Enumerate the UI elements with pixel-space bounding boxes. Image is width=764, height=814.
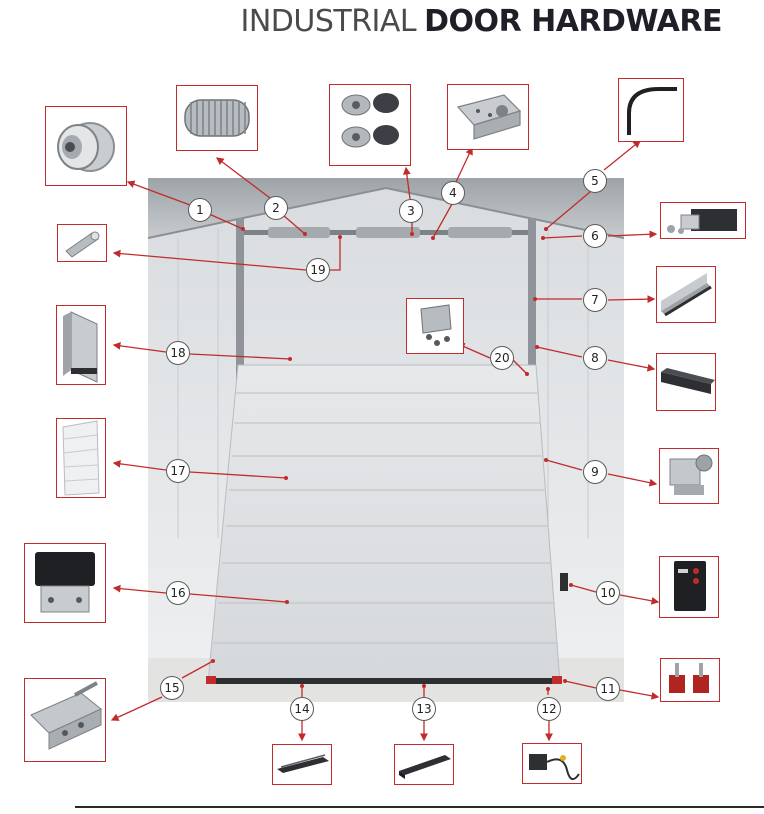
part-1-roller-bearing xyxy=(45,106,127,186)
part-6-spring-bracket xyxy=(660,202,746,239)
part-17-door-panel xyxy=(56,418,106,498)
part-3-cable-drums xyxy=(329,84,411,166)
torsion-spring-icon xyxy=(184,99,250,137)
part-14-top-seal xyxy=(272,744,332,785)
side-roller-bracket-icon xyxy=(669,454,713,495)
bottom-bracket-icon xyxy=(30,681,102,750)
part-11-safety-catch xyxy=(660,658,720,702)
part-10-control-box xyxy=(659,556,719,618)
safety-catch-icon xyxy=(669,663,709,693)
callout-12: 12 xyxy=(537,697,561,721)
callout-17: 17 xyxy=(166,459,190,483)
callout-18: 18 xyxy=(166,341,190,365)
title-part-industrial: INDUSTRIAL xyxy=(240,4,417,39)
callout-16: 16 xyxy=(166,581,190,605)
callout-9: 9 xyxy=(583,460,607,484)
part-5-curved-track xyxy=(618,78,684,142)
callout-10: 10 xyxy=(596,581,620,605)
part-19-shaft xyxy=(57,224,107,262)
shaft-icon xyxy=(65,231,100,258)
side-seal-icon xyxy=(63,311,98,383)
track-bracket-icon xyxy=(420,304,452,346)
part-15-bottom-bracket xyxy=(24,678,106,762)
cable-sensor-icon xyxy=(529,754,580,781)
angle-profile-icon xyxy=(661,273,712,317)
title-part-door-hardware: DOOR HARDWARE xyxy=(424,4,722,39)
callout-20: 20 xyxy=(490,346,514,370)
cable-drum-icon xyxy=(341,93,399,148)
callout-7: 7 xyxy=(583,288,607,312)
door-panel-icon xyxy=(62,420,100,496)
part-8-c-track xyxy=(656,353,716,411)
callout-15: 15 xyxy=(160,676,184,700)
bottom-seal-icon xyxy=(399,755,451,779)
part-7-angle-profile xyxy=(656,266,716,323)
callout-2: 2 xyxy=(264,196,288,220)
roof xyxy=(148,178,624,238)
bottom-seal-strip xyxy=(208,678,560,684)
curved-track-icon xyxy=(627,87,677,135)
part-16-hinge xyxy=(24,543,106,623)
callout-13: 13 xyxy=(412,697,436,721)
bearing-plate-icon xyxy=(456,94,522,140)
bottom-rule xyxy=(75,806,764,808)
part-13-bottom-seal xyxy=(394,744,454,785)
spring-right xyxy=(448,227,512,238)
control-box-icon xyxy=(674,561,706,611)
photo-control-box xyxy=(560,573,568,591)
part-9-side-roller-bracket xyxy=(659,448,719,504)
door-photo xyxy=(148,178,624,702)
part-18-side-seal xyxy=(56,305,106,385)
roller-bearing-icon xyxy=(57,122,115,172)
callout-5: 5 xyxy=(583,169,607,193)
callout-6: 6 xyxy=(583,224,607,248)
spring-bracket-icon xyxy=(667,209,737,234)
spring-left xyxy=(268,227,330,238)
callout-8: 8 xyxy=(583,346,607,370)
c-track-icon xyxy=(661,368,715,394)
callout-3: 3 xyxy=(399,199,423,223)
callout-14: 14 xyxy=(290,697,314,721)
part-20-track-bracket xyxy=(406,298,464,354)
callout-19: 19 xyxy=(306,258,330,282)
part-4-bearing-plate xyxy=(447,84,529,150)
hinge-icon xyxy=(35,552,95,613)
part-12-cable-sensor xyxy=(522,743,582,784)
callout-11: 11 xyxy=(596,677,620,701)
callout-4: 4 xyxy=(441,181,465,205)
callout-1: 1 xyxy=(188,198,212,222)
part-2-torsion-spring xyxy=(176,85,258,151)
spring-mid xyxy=(356,227,420,238)
top-seal-icon xyxy=(277,754,329,773)
